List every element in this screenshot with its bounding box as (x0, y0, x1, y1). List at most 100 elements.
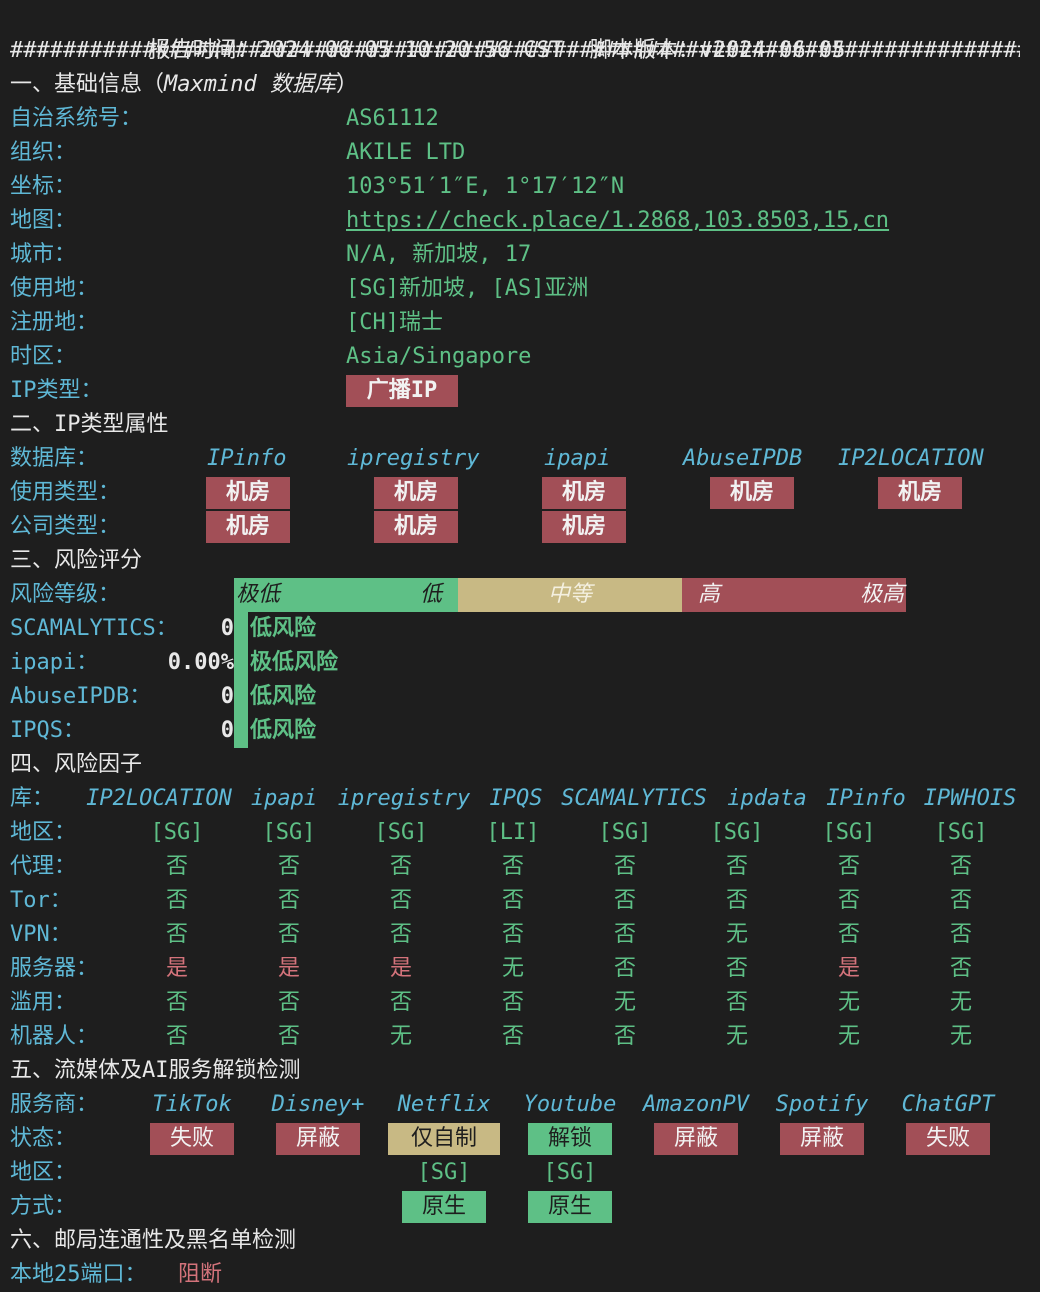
factor-bot-cell: 否 (277, 1024, 300, 1049)
factor-vpn-cell: 否 (949, 922, 972, 947)
ip-type-badge: 广播IP (346, 375, 458, 407)
factor-bot-cell: 否 (501, 1024, 524, 1049)
factor-server-cell: 否 (613, 956, 636, 981)
status-badge: 屏蔽 (780, 1123, 864, 1155)
version: v2024-06-05 (699, 38, 846, 63)
factor-abuse-cell: 无 (949, 990, 972, 1015)
ipapi-risk-score: 0.00% (167, 650, 234, 675)
factor-vpn-cell: 否 (389, 922, 412, 947)
map-label: 地图： (10, 208, 77, 233)
factor-tor-cell: 否 (837, 888, 860, 913)
asn-value: AS61112 (346, 106, 439, 131)
city-value: N/A, 新加坡, 17 (346, 242, 532, 267)
factor-proxy-cell: 否 (949, 854, 972, 879)
db-abuseipdb: AbuseIPDB (683, 446, 803, 471)
abuseipdb-risk-verdict: 低风险 (250, 684, 317, 709)
section-basic-title-prefix: 一、基础信息（ (10, 72, 165, 97)
factor-proxy-cell: 否 (389, 854, 412, 879)
scamalytics-verdict: 低风险 (250, 616, 317, 641)
factor-tor-cell: 否 (389, 888, 412, 913)
factor-bot-cell: 无 (949, 1024, 972, 1049)
map-link[interactable]: https://check.place/1.2868,103.8503,15,c… (346, 208, 890, 233)
timezone-value: Asia/Singapore (346, 344, 532, 369)
status-label: 状态： (10, 1126, 77, 1151)
factor-lib-ipapi: ipapi (250, 786, 318, 811)
factor-server-cell: 否 (725, 956, 748, 981)
factor-region-cell: [SG] (262, 820, 316, 845)
factor-vpn-label: VPN： (10, 922, 72, 947)
provider-disneyplus: Disney+ (271, 1092, 365, 1117)
factor-region-cell: [SG] (710, 820, 764, 845)
usage-type-ip2location: 机房 (878, 477, 962, 509)
ipqs-risk-label: IPQS： (10, 718, 85, 743)
factor-vpn-cell: 无 (725, 922, 748, 947)
factor-region-cell: [SG] (822, 820, 876, 845)
factor-abuse-label: 滥用： (10, 990, 77, 1015)
separator-line: ########################################… (10, 38, 1020, 63)
section-factors-title: 四、风险因子 (10, 752, 143, 777)
usage-place-value: [SG]新加坡, [AS]亚洲 (346, 276, 589, 301)
factor-bot-cell: 无 (725, 1024, 748, 1049)
risk-scale-high-segment: 高 极高 (682, 578, 906, 612)
company-type-ipinfo: 机房 (206, 511, 290, 543)
db-label: 数据库： (10, 446, 99, 471)
usage-place-label: 使用地： (10, 276, 99, 301)
risk-scale-low: 低 (419, 582, 442, 607)
factor-bot-cell: 无 (837, 1024, 860, 1049)
coord-label: 坐标： (10, 174, 77, 199)
company-type-label: 公司类型： (10, 514, 121, 539)
factor-lib-scamalytics: SCAMALYTICS (561, 786, 707, 811)
factor-vpn-cell: 否 (501, 922, 524, 947)
factor-region-cell: [SG] (150, 820, 204, 845)
db-ipapi: ipapi (544, 446, 611, 471)
status-badge: 失败 (150, 1123, 234, 1155)
factor-proxy-cell: 否 (837, 854, 860, 879)
factor-server-cell: 是 (277, 956, 300, 981)
company-type-ipregistry: 机房 (374, 511, 458, 543)
report-time-label: 报告时间： (148, 38, 259, 63)
db-ip2location: IP2LOCATION (838, 446, 984, 471)
usage-type-ipinfo: 机房 (206, 477, 290, 509)
factor-tor-cell: 否 (725, 888, 748, 913)
scamalytics-score: 0 (220, 616, 234, 641)
factor-lib-ipregistry: ipregistry (337, 786, 471, 811)
factor-lib-ip2location: IP2LOCATION (86, 786, 232, 811)
usage-type-abuseipdb: 机房 (710, 477, 794, 509)
factor-proxy-cell: 否 (613, 854, 636, 879)
factor-server-cell: 是 (165, 956, 188, 981)
stream-method-badge: 原生 (402, 1191, 486, 1223)
company-type-ipapi: 机房 (542, 511, 626, 543)
timezone-label: 时区： (10, 344, 77, 369)
risk-scale-medium-segment: 中等 (458, 578, 682, 612)
risk-indicator-bar (234, 612, 248, 748)
org-label: 组织： (10, 140, 77, 165)
status-badge: 屏蔽 (654, 1123, 738, 1155)
section-streaming-title: 五、流媒体及AI服务解锁检测 (10, 1058, 301, 1083)
stream-method-badge: 原生 (528, 1191, 612, 1223)
port25-value: 阻断 (178, 1262, 223, 1287)
usage-type-ipapi: 机房 (542, 477, 626, 509)
section-iptype-title: 二、IP类型属性 (10, 412, 169, 437)
factor-abuse-cell: 否 (165, 990, 188, 1015)
factor-tor-cell: 否 (613, 888, 636, 913)
report-header: 报告时间：2024-06-05 10:20:56 CST 脚本版本：v2024-… (122, 0, 846, 63)
factor-lib-ipqs: IPQS (489, 786, 543, 811)
provider-tiktok: TikTok (152, 1092, 232, 1117)
factor-abuse-cell: 无 (837, 990, 860, 1015)
provider-label: 服务商： (10, 1092, 99, 1117)
port25-label: 本地25端口： (10, 1262, 147, 1287)
factor-region-cell: [SG] (934, 820, 988, 845)
section-basic-title-suffix: ） (335, 72, 358, 97)
factor-server-cell: 否 (949, 956, 972, 981)
status-badge: 解锁 (528, 1123, 612, 1155)
factor-proxy-cell: 否 (277, 854, 300, 879)
factor-proxy-cell: 否 (165, 854, 188, 879)
section-risk-title: 三、风险评分 (10, 548, 143, 573)
abuseipdb-risk-label: AbuseIPDB： (10, 684, 152, 709)
db-ipinfo: IPinfo (207, 446, 287, 471)
stream-region: [SG] (543, 1160, 597, 1185)
org-value: AKILE LTD (346, 140, 466, 165)
factor-abuse-cell: 否 (501, 990, 524, 1015)
factor-vpn-cell: 否 (165, 922, 188, 947)
factor-bot-cell: 无 (389, 1024, 412, 1049)
